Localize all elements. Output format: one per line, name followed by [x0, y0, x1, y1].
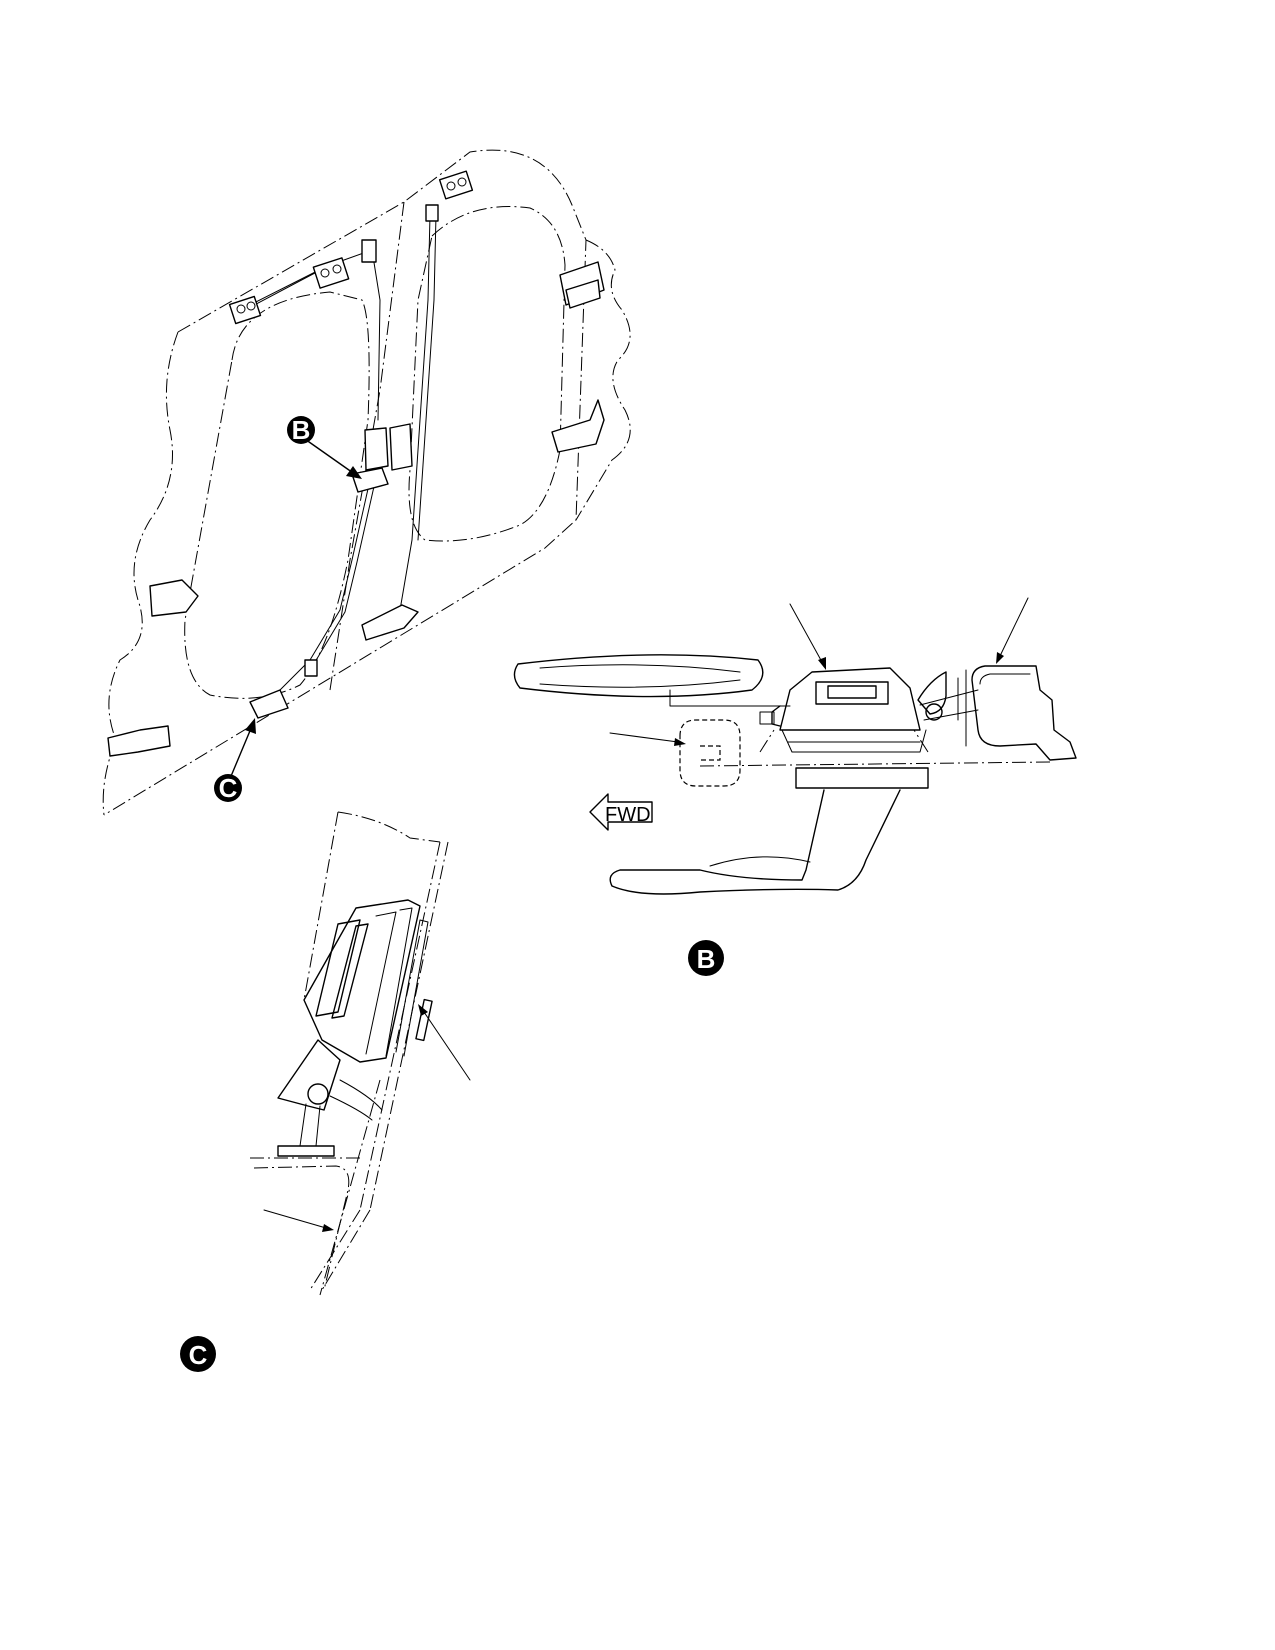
- callout-c: C: [214, 718, 256, 803]
- callout-c-badge: [214, 774, 242, 802]
- detail-c-view: C: [180, 811, 471, 1372]
- callout-b-label: B: [292, 415, 311, 445]
- forward-direction-arrow: FWD: [589, 793, 653, 831]
- fwd-label: FWD: [605, 804, 651, 826]
- callout-c-label: C: [219, 773, 238, 803]
- callout-b-badge: [287, 416, 315, 444]
- view-c-label: C: [189, 1340, 208, 1370]
- detail-b-view: FWD B: [513, 597, 1077, 976]
- hinge-fittings: [107, 170, 605, 757]
- view-b-label: B: [697, 944, 716, 974]
- view-c-badge: [180, 1336, 216, 1372]
- callout-b: B: [287, 415, 362, 479]
- view-b-badge: [688, 940, 724, 976]
